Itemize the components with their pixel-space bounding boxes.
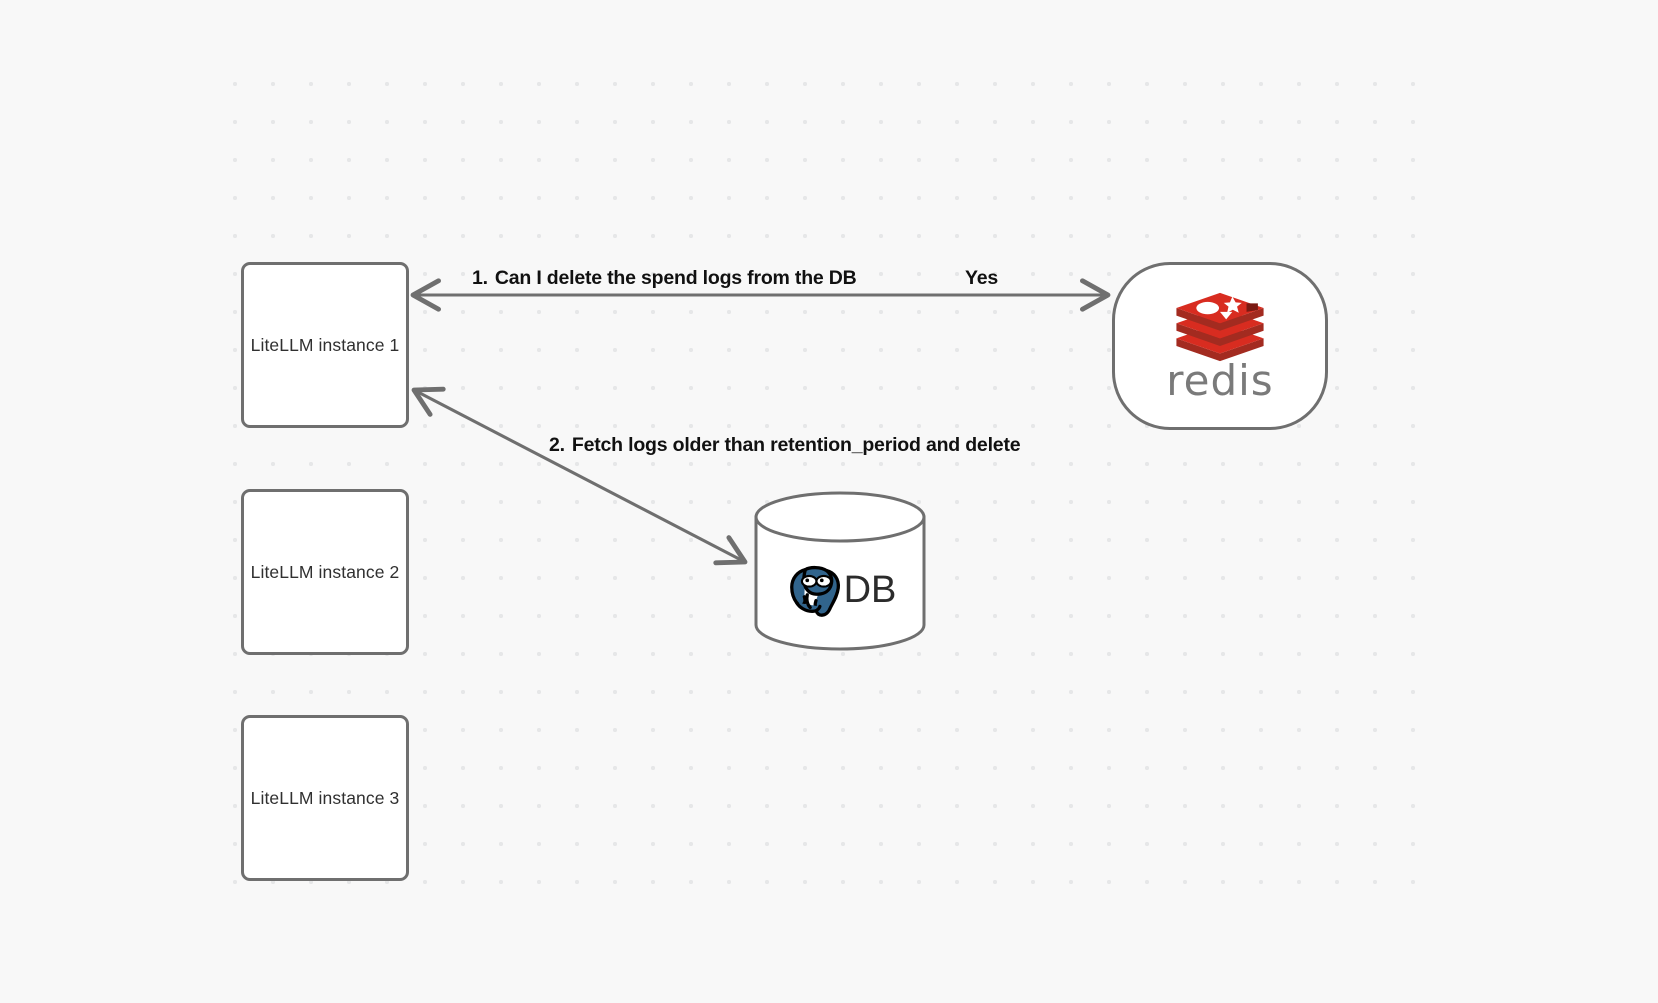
node-litellm-instance-2[interactable]: LiteLLM instance 2 [241,489,409,655]
node-litellm-instance-3[interactable]: LiteLLM instance 3 [241,715,409,881]
edge-instance1-database [411,386,748,566]
redis-wordmark: redis [1166,356,1274,406]
node-label: LiteLLM instance 3 [250,787,400,808]
database-cylinder-shape [754,491,926,651]
edge-label-step-2-number: 2. [549,434,565,456]
database-label: DB [843,568,897,611]
node-database[interactable]: DB [753,490,927,652]
edge-label-step-1: 1. Can I delete the spend logs from the D… [472,267,857,290]
node-label: LiteLLM instance 2 [250,561,400,582]
redis-logo-icon [1176,292,1264,362]
database-logo-row: DB [753,542,927,638]
edge-label-step-2-text: Fetch logs older than retention_period a… [571,434,1021,456]
node-label: LiteLLM instance 1 [250,334,400,355]
edge-label-step-1-number: 1. [472,267,488,289]
edge-label-step-2: 2. Fetch logs older than retention_period… [549,434,1021,457]
edge-label-step-1-reply: Yes [965,267,999,289]
postgresql-elephant-icon [789,565,840,617]
node-litellm-instance-1[interactable]: LiteLLM instance 1 [241,262,409,428]
edge-label-step-1-text: Can I delete the spend logs from the DB [494,267,857,289]
node-redis[interactable]: redis [1112,262,1328,430]
